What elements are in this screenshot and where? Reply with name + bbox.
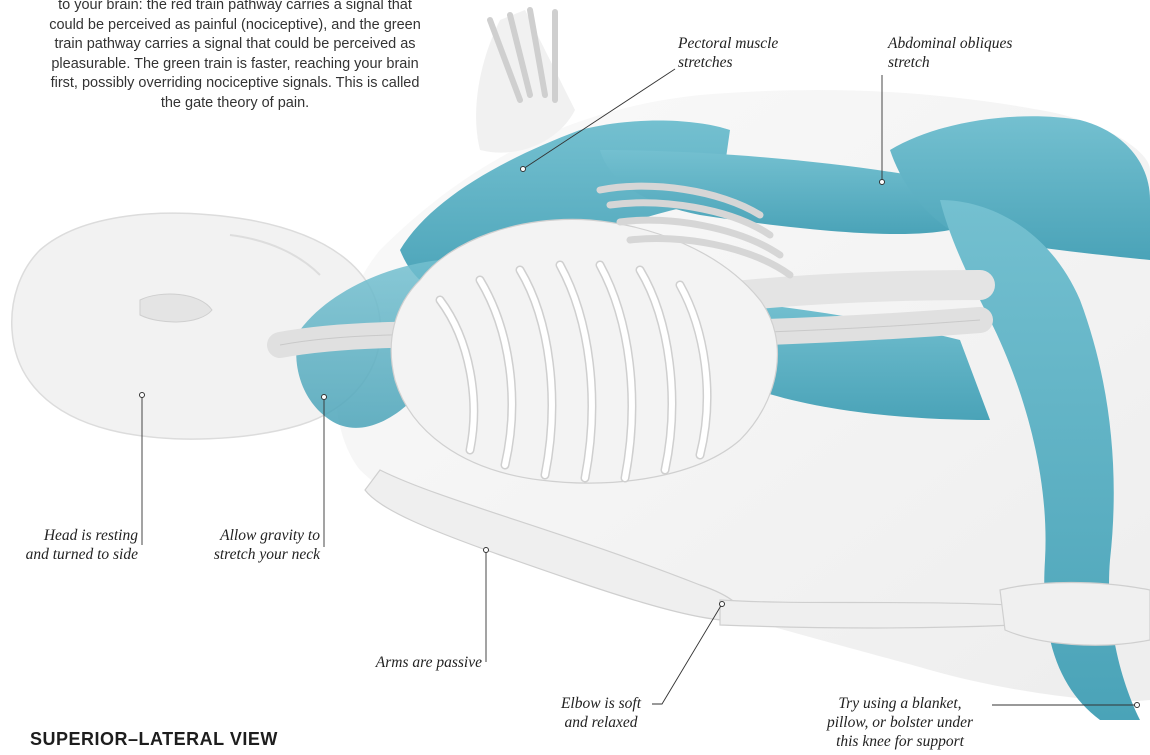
label-line: stretch your neck	[214, 545, 320, 564]
label-line: stretch	[888, 53, 1012, 72]
label-line: and turned to side	[26, 545, 138, 564]
label-head: Head is resting and turned to side	[26, 526, 138, 564]
intro-line: first, possibly overriding nociceptive s…	[0, 74, 470, 94]
label-line: pillow, or bolster under	[808, 713, 992, 732]
label-line: this knee for support	[808, 732, 992, 751]
intro-line: to your brain: the red train pathway car…	[0, 0, 470, 16]
label-neck: Allow gravity to stretch your neck	[214, 526, 320, 564]
label-line: and relaxed	[552, 713, 650, 732]
label-line: Pectoral muscle	[678, 34, 778, 53]
label-line: stretches	[678, 53, 778, 72]
label-obliques: Abdominal obliques stretch	[888, 34, 1012, 72]
label-elbow: Elbow is soft and relaxed	[552, 694, 650, 732]
intro-line: could be perceived as painful (nocicepti…	[0, 16, 470, 36]
label-line: Allow gravity to	[214, 526, 320, 545]
label-knee: Try using a blanket, pillow, or bolster …	[808, 694, 992, 751]
label-line: Abdominal obliques	[888, 34, 1012, 53]
intro-line: the gate theory of pain.	[0, 94, 470, 114]
label-pectoral: Pectoral muscle stretches	[678, 34, 778, 72]
label-line: Head is resting	[26, 526, 138, 545]
intro-line: pleasurable. The green train is faster, …	[0, 55, 470, 75]
intro-line: train pathway carries a signal that coul…	[0, 35, 470, 55]
label-line: Arms are passive	[376, 653, 482, 672]
intro-text: to your brain: the red train pathway car…	[0, 0, 470, 113]
label-arms: Arms are passive	[376, 653, 482, 672]
label-line: Try using a blanket,	[808, 694, 992, 713]
view-title: SUPERIOR–LATERAL VIEW	[30, 729, 278, 750]
label-line: Elbow is soft	[552, 694, 650, 713]
